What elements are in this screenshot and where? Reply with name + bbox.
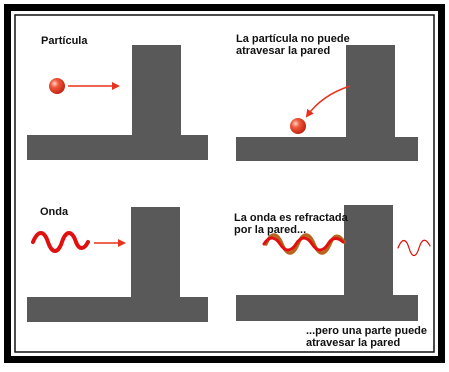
wall-floor [236,137,418,161]
transmitted-wave-icon [397,239,431,257]
particle-sphere-icon [290,118,306,134]
particle-sphere-icon [49,78,65,94]
panel-particle-blocked [236,45,418,161]
wall-floor [27,297,208,322]
particle-label: Partícula [41,35,88,47]
wall-floor [236,295,418,321]
wave-refracted-label-line2: por la pared... [234,224,307,236]
particle-blocked-label-line2: atravesar la pared [236,45,331,57]
wave-icon [262,236,345,252]
wall-vertical [131,207,180,297]
particle-blocked-label-line1: La partícula no puede [236,33,350,45]
wave-refracted-label-line1: La onda es refractada [234,212,348,224]
wave-label: Onda [40,206,69,218]
wall-floor [27,135,208,160]
arrow-bounce-icon [305,85,351,118]
panel-wave [27,207,208,322]
wave-passes-label-line2: atravesar la pared [306,337,401,349]
wall-vertical [346,45,395,137]
wave-icon [31,231,90,253]
panel-wave-refracted [236,205,431,321]
wall-vertical [132,45,181,135]
panel-particle [27,45,208,160]
wall-vertical [344,205,393,295]
wave-passes-label-line1: ...pero una parte puede [306,325,428,337]
